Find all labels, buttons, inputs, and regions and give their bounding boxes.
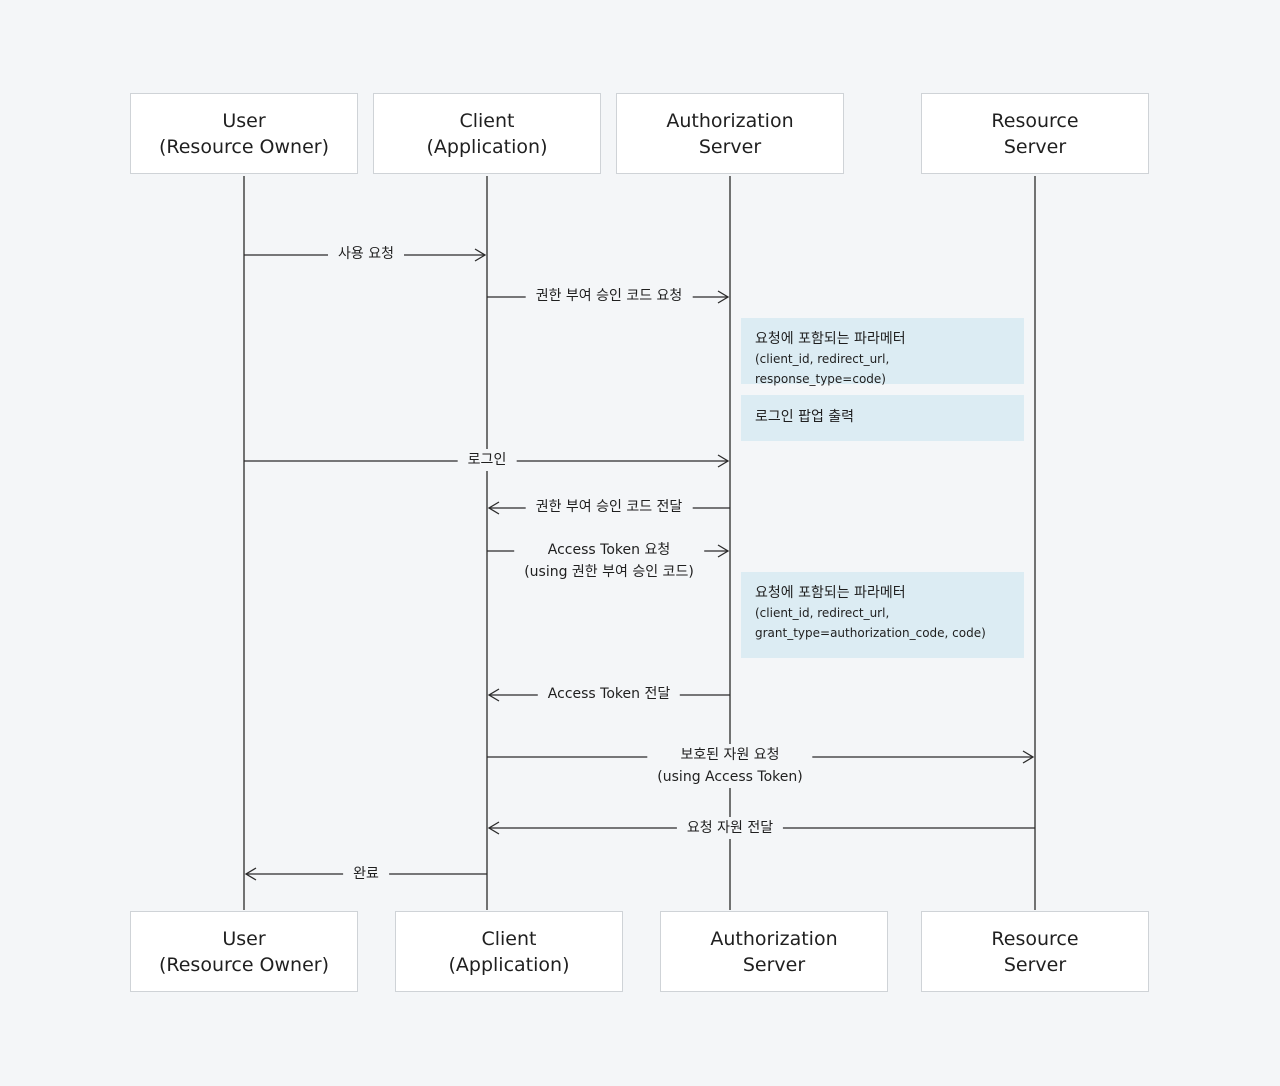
- message-label-m8: 요청 자원 전달: [676, 817, 784, 839]
- actor-resource-role: Server: [1003, 953, 1067, 976]
- actor-user-name: User: [222, 109, 266, 132]
- message-text: 로그인: [467, 452, 507, 468]
- actor-resource-bottom: Resource Server: [921, 911, 1149, 992]
- note-auth-request-params: 요청에 포함되는 파라메터 (client_id, redirect_url, …: [741, 318, 1024, 386]
- message-text: 사용 요청: [338, 246, 394, 262]
- actor-auth-role: Server: [698, 135, 762, 158]
- message-text: 권한 부여 승인 코드 전달: [535, 499, 683, 515]
- actor-user-bottom: User (Resource Owner): [130, 911, 358, 992]
- arrowhead-m2: [717, 290, 730, 304]
- actor-client-top: Client (Application): [373, 93, 601, 174]
- message-label-m1: 사용 요청: [328, 243, 404, 265]
- message-text: 보호된 자원 요청: [680, 747, 780, 763]
- arrowhead-m9: [244, 867, 257, 881]
- arrowhead-m3: [717, 454, 730, 468]
- arrowhead-m6: [487, 688, 500, 702]
- actor-user-role: (Resource Owner): [158, 953, 330, 976]
- message-label-m3: 로그인: [457, 449, 517, 471]
- actor-user-role: (Resource Owner): [158, 135, 330, 158]
- actor-resource-name: Resource: [991, 109, 1079, 132]
- message-text: Access Token 전달: [547, 686, 671, 702]
- message-label-m6: Access Token 전달: [537, 683, 681, 705]
- actor-user-name: User: [222, 927, 266, 950]
- note-title: 요청에 포함되는 파라메터: [755, 331, 906, 347]
- message-label-m5: Access Token 요청 (using 권한 부여 승인 코드): [514, 539, 704, 583]
- actor-resource-name: Resource: [991, 927, 1079, 950]
- message-subtext: (using Access Token): [657, 769, 803, 785]
- actor-auth-top: Authorization Server: [616, 93, 844, 174]
- note-params: (client_id, redirect_url, response_type=…: [755, 352, 890, 386]
- arrowhead-m7: [1022, 750, 1035, 764]
- message-label-m4: 권한 부여 승인 코드 전달: [525, 496, 693, 518]
- actor-auth-name: Authorization: [710, 927, 838, 950]
- actor-client-name: Client: [481, 927, 537, 950]
- message-text: 완료: [353, 866, 379, 882]
- actor-resource-top: Resource Server: [921, 93, 1149, 174]
- actor-client-name: Client: [459, 109, 515, 132]
- message-text: 권한 부여 승인 코드 요청: [535, 288, 683, 304]
- actor-client-role: (Application): [426, 135, 548, 158]
- message-text: Access Token 요청: [547, 542, 671, 558]
- arrowhead-m1: [474, 248, 487, 262]
- actor-client-role: (Application): [448, 953, 570, 976]
- message-label-m9: 완료: [343, 863, 389, 885]
- message-label-m7: 보호된 자원 요청 (using Access Token): [647, 744, 813, 788]
- actor-user-top: User (Resource Owner): [130, 93, 358, 174]
- arrowhead-m8: [487, 821, 500, 835]
- message-text: 요청 자원 전달: [686, 820, 774, 836]
- message-label-m2: 권한 부여 승인 코드 요청: [525, 285, 693, 307]
- message-subtext: (using 권한 부여 승인 코드): [524, 564, 694, 580]
- note-params-line1: (client_id, redirect_url,: [755, 606, 890, 620]
- actor-resource-role: Server: [1003, 135, 1067, 158]
- arrowhead-m5: [717, 544, 730, 558]
- note-title: 로그인 팝업 출력: [755, 409, 855, 425]
- actor-auth-name: Authorization: [666, 109, 794, 132]
- note-title: 요청에 포함되는 파라메터: [755, 585, 906, 601]
- note-token-request-params: 요청에 포함되는 파라메터 (client_id, redirect_url, …: [741, 572, 1024, 658]
- actor-client-bottom: Client (Application): [395, 911, 623, 992]
- actor-auth-bottom: Authorization Server: [660, 911, 888, 992]
- arrowhead-m4: [487, 501, 500, 515]
- note-params-line2: grant_type=authorization_code, code): [755, 626, 986, 640]
- actor-auth-role: Server: [742, 953, 806, 976]
- note-login-popup: 로그인 팝업 출력: [741, 395, 1024, 441]
